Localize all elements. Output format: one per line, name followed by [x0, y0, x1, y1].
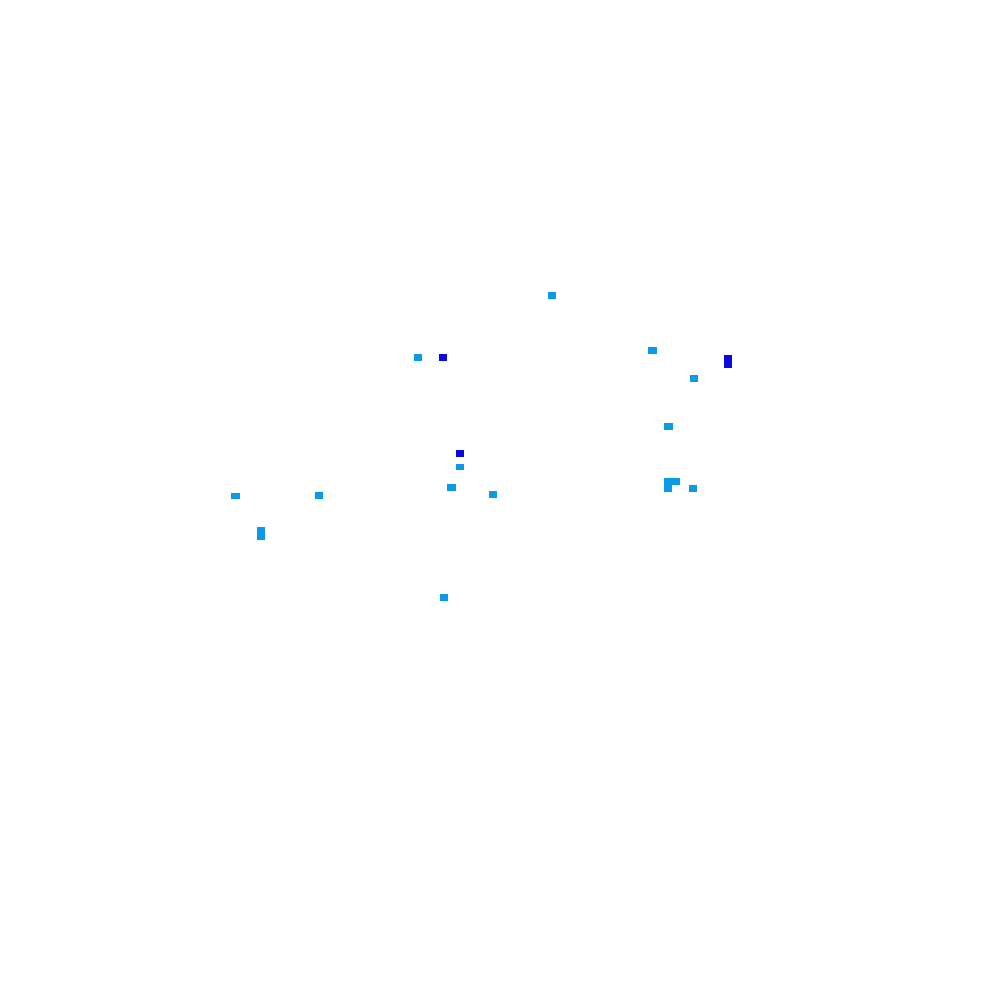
blue-speck: [447, 484, 456, 491]
blue-speck: [489, 491, 497, 498]
blue-speck: [414, 354, 422, 361]
blue-speck: [648, 347, 657, 354]
blue-speck: [257, 527, 265, 540]
blue-speck: [439, 354, 447, 361]
blue-speck: [456, 450, 464, 457]
blue-speck: [664, 478, 680, 485]
blue-speck: [548, 292, 556, 299]
blue-speck: [231, 493, 240, 499]
blue-speck: [690, 375, 698, 382]
blue-speck: [724, 355, 732, 368]
blue-speck: [664, 485, 672, 492]
blue-speck: [440, 594, 448, 601]
blue-speck: [315, 492, 323, 499]
blue-speck: [664, 423, 673, 430]
blue-speck: [456, 464, 464, 470]
blue-speck: [689, 485, 697, 492]
